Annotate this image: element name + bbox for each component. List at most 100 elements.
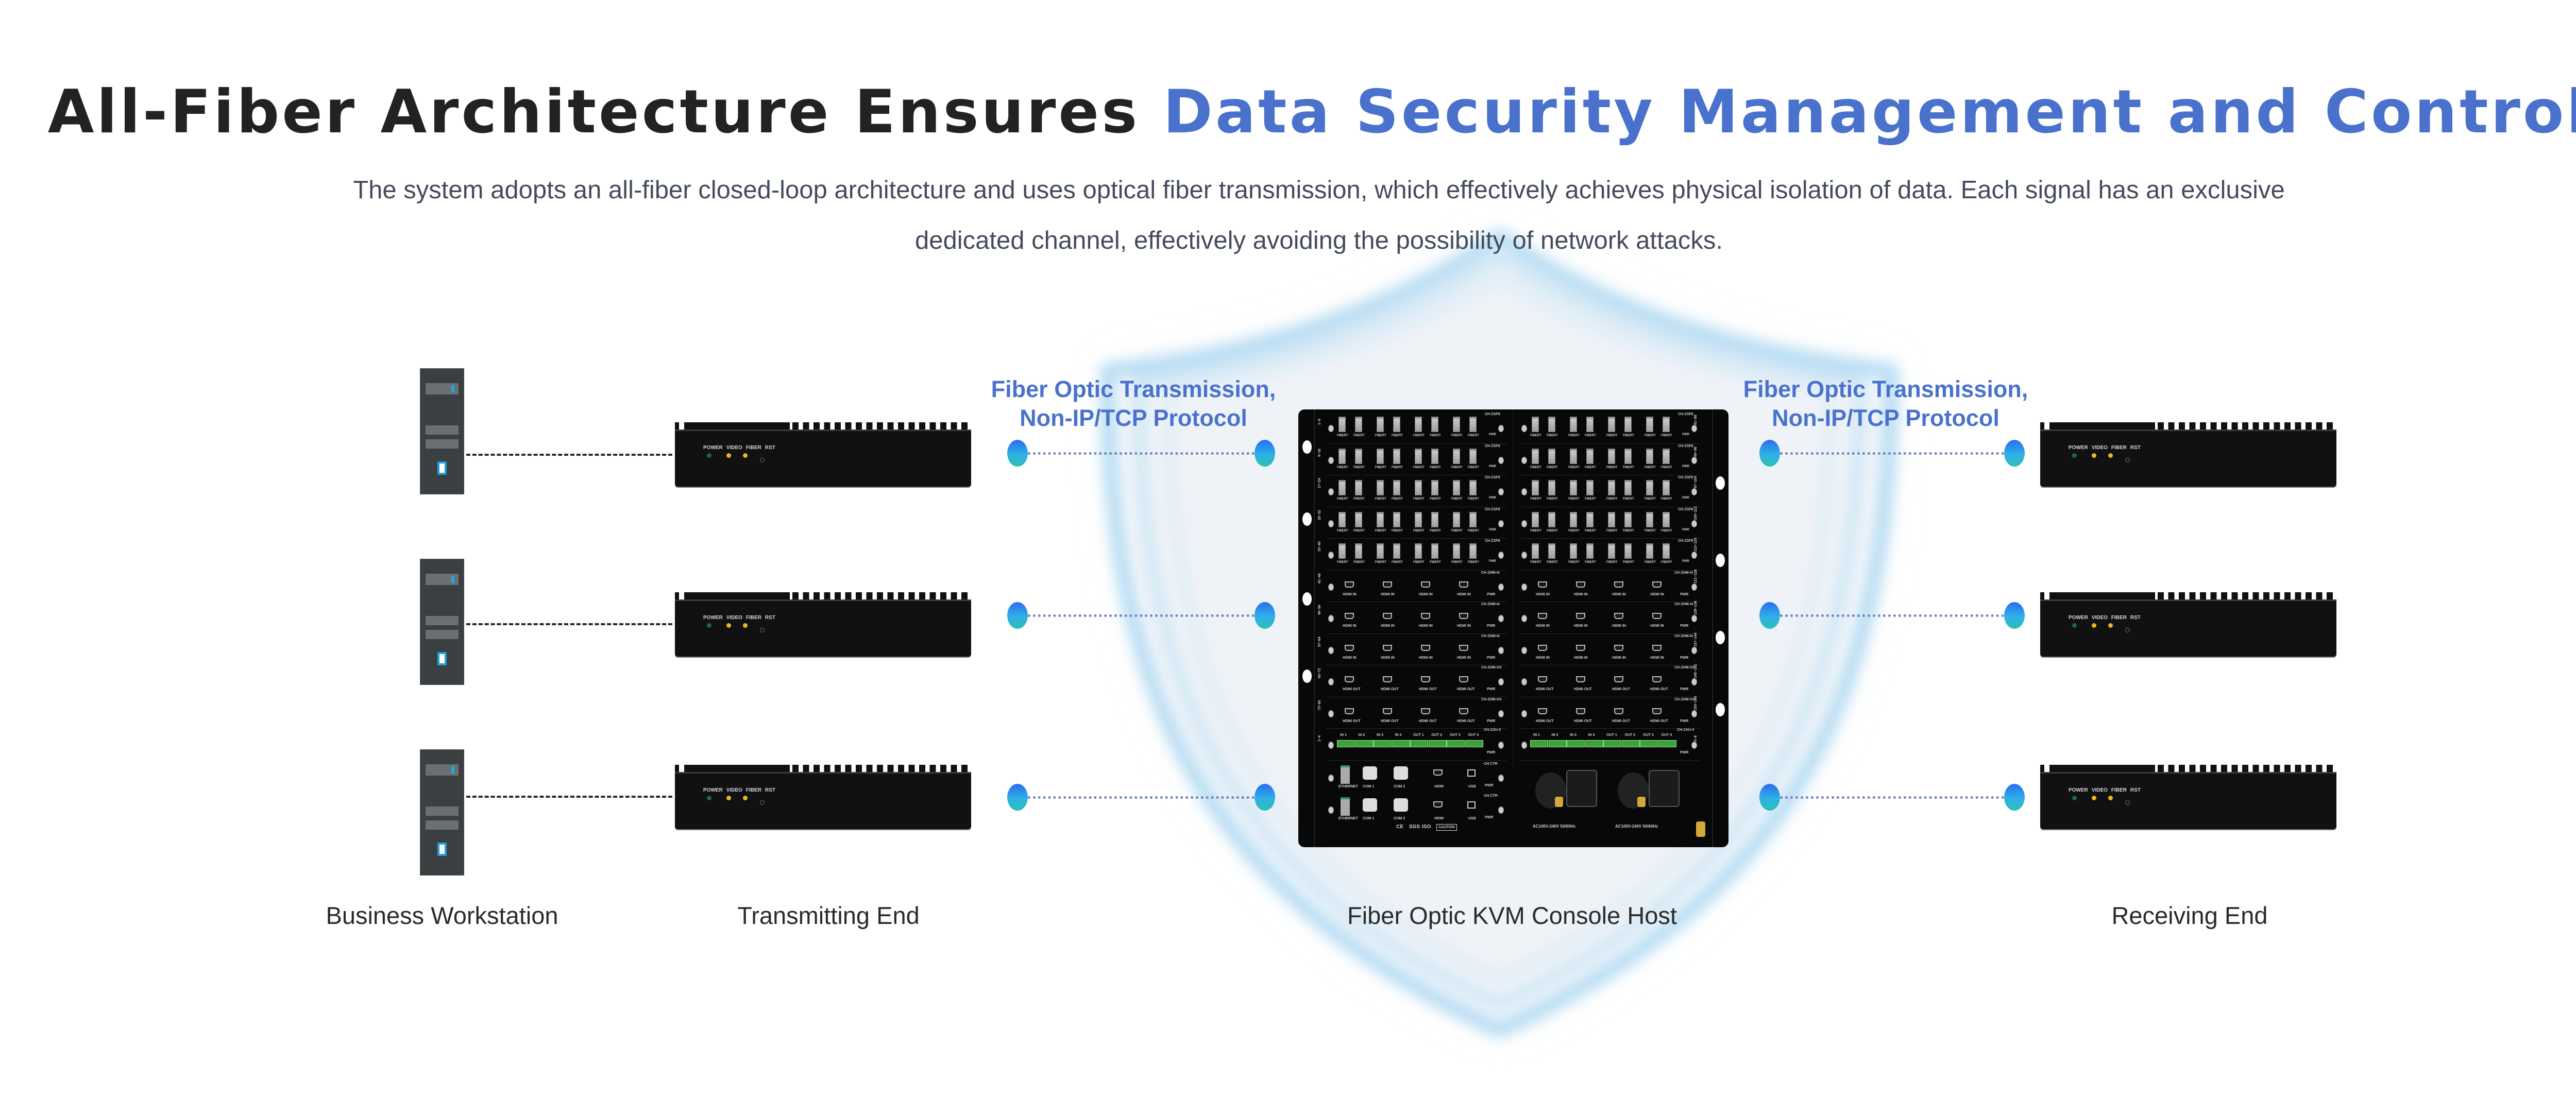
fiber-port[interactable] [1532,511,1539,527]
ethernet-port[interactable] [1341,797,1350,816]
fiber-port[interactable] [1338,543,1346,559]
fiber-port[interactable] [1646,511,1653,527]
com1-port[interactable] [1363,766,1377,780]
audio-terminal[interactable] [1603,740,1621,747]
fiber-port[interactable] [1377,480,1384,495]
audio-terminal[interactable] [1392,740,1410,747]
hdmi-port[interactable] [1459,581,1468,588]
fiber-port[interactable] [1570,480,1577,495]
fiber-port[interactable] [1646,448,1653,464]
fiber-port[interactable] [1570,448,1577,464]
fiber-port[interactable] [1355,511,1362,527]
fiber-port[interactable] [1469,417,1477,432]
hdmi-port[interactable] [1433,769,1443,776]
com1-port[interactable] [1363,798,1377,812]
fiber-port[interactable] [1393,480,1400,495]
fiber-port[interactable] [1453,448,1460,464]
fiber-port[interactable] [1377,417,1384,432]
hdmi-port[interactable] [1383,581,1392,588]
fiber-port[interactable] [1570,543,1577,559]
hdmi-port[interactable] [1576,581,1585,588]
fiber-port[interactable] [1663,511,1670,527]
hdmi-port[interactable] [1614,613,1623,619]
fiber-port[interactable] [1646,543,1653,559]
audio-terminal[interactable] [1640,740,1658,747]
hdmi-port[interactable] [1652,708,1662,714]
hdmi-port[interactable] [1383,613,1392,619]
fiber-port[interactable] [1431,543,1438,559]
hdmi-port[interactable] [1538,613,1547,619]
hdmi-port[interactable] [1459,613,1468,619]
hdmi-port[interactable] [1576,676,1585,682]
fiber-port[interactable] [1338,417,1346,432]
fiber-port[interactable] [1377,448,1384,464]
audio-terminal[interactable] [1447,740,1465,747]
fiber-port[interactable] [1586,480,1594,495]
fiber-port[interactable] [1624,417,1632,432]
fiber-port[interactable] [1431,417,1438,432]
audio-terminal[interactable] [1337,740,1355,747]
fiber-port[interactable] [1453,480,1460,495]
fiber-port[interactable] [1415,417,1422,432]
fiber-port[interactable] [1586,511,1594,527]
fiber-port[interactable] [1532,543,1539,559]
audio-terminal[interactable] [1530,740,1548,747]
hdmi-port[interactable] [1652,581,1662,588]
fiber-port[interactable] [1570,511,1577,527]
fiber-port[interactable] [1548,448,1555,464]
fiber-port[interactable] [1355,480,1362,495]
hdmi-port[interactable] [1421,708,1430,714]
fiber-port[interactable] [1431,448,1438,464]
fiber-port[interactable] [1663,543,1670,559]
hdmi-port[interactable] [1576,613,1585,619]
fiber-port[interactable] [1415,511,1422,527]
fiber-port[interactable] [1469,480,1477,495]
hdmi-port[interactable] [1652,613,1662,619]
hdmi-port[interactable] [1383,708,1392,714]
hdmi-port[interactable] [1538,644,1547,651]
fiber-port[interactable] [1624,511,1632,527]
fiber-port[interactable] [1469,543,1477,559]
audio-terminal[interactable] [1410,740,1428,747]
fiber-port[interactable] [1663,480,1670,495]
fiber-port[interactable] [1624,543,1632,559]
fiber-port[interactable] [1453,417,1460,432]
fiber-port[interactable] [1338,511,1346,527]
hdmi-port[interactable] [1421,613,1430,619]
fiber-port[interactable] [1469,448,1477,464]
audio-terminal[interactable] [1585,740,1603,747]
audio-terminal[interactable] [1567,740,1585,747]
fiber-port[interactable] [1608,543,1615,559]
fiber-port[interactable] [1377,511,1384,527]
usb-port[interactable] [1467,769,1476,777]
hdmi-port[interactable] [1345,581,1354,588]
hdmi-port[interactable] [1345,613,1354,619]
hdmi-port[interactable] [1383,644,1392,651]
fiber-port[interactable] [1586,448,1594,464]
fiber-port[interactable] [1355,417,1362,432]
hdmi-port[interactable] [1383,676,1392,682]
fiber-port[interactable] [1663,417,1670,432]
reset-button[interactable] [2125,628,2130,632]
audio-terminal[interactable] [1548,740,1567,747]
fiber-port[interactable] [1570,417,1577,432]
reset-button[interactable] [2125,800,2130,805]
fiber-port[interactable] [1355,543,1362,559]
hdmi-port[interactable] [1345,676,1354,682]
reset-button[interactable] [760,458,765,462]
hdmi-port[interactable] [1538,708,1547,714]
reset-button[interactable] [760,628,765,632]
com2-port[interactable] [1394,766,1408,780]
fiber-port[interactable] [1532,417,1539,432]
hdmi-port[interactable] [1459,644,1468,651]
reset-button[interactable] [760,800,765,805]
audio-terminal[interactable] [1374,740,1392,747]
fiber-port[interactable] [1608,448,1615,464]
hdmi-port[interactable] [1459,708,1468,714]
fiber-port[interactable] [1608,480,1615,495]
hdmi-port[interactable] [1421,676,1430,682]
hdmi-port[interactable] [1345,644,1354,651]
hdmi-port[interactable] [1538,676,1547,682]
reset-button[interactable] [2125,458,2130,462]
hdmi-port[interactable] [1614,676,1623,682]
